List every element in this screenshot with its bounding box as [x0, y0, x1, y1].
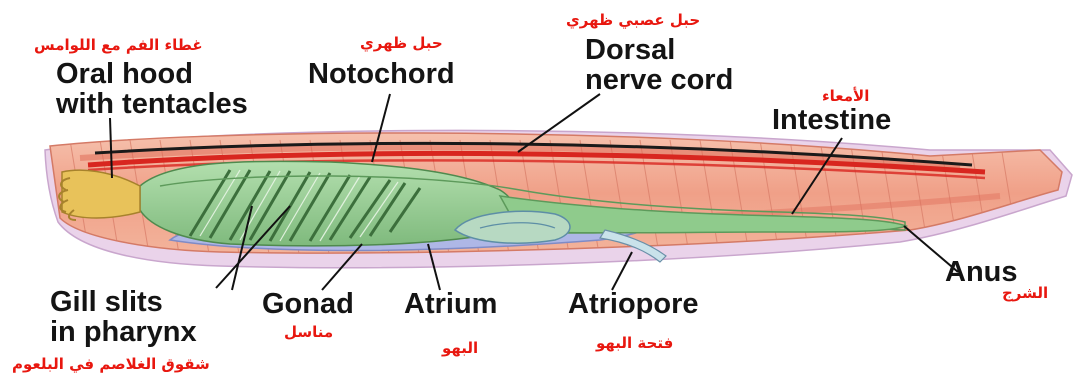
gill-slits-label-line1: Gill slits	[50, 288, 163, 317]
dorsal-nerve-arabic-label: حبل عصبي ظهري	[566, 12, 700, 29]
intestine-arabic-label: الأمعاء	[822, 88, 869, 105]
gill-slits-arabic-label: شقوق الغلاصم في البلعوم	[12, 356, 210, 373]
oral-hood-arabic-label: غطاء الفم مع اللوامس	[34, 37, 203, 54]
anus-label: Anus	[945, 258, 1018, 287]
atriopore-label: Atriopore	[568, 290, 699, 319]
notochord-arabic-label: حبل ظهري	[360, 35, 443, 52]
gonad-label: Gonad	[262, 290, 354, 319]
atriopore-arabic-label: فتحة البهو	[596, 335, 673, 352]
notochord-label: Notochord	[308, 60, 455, 89]
atrium-arabic-label: البهو	[442, 340, 478, 357]
oral-hood-label-line1: Oral hood	[56, 60, 193, 89]
atrium-label: Atrium	[404, 290, 497, 319]
intestine-label: Intestine	[772, 106, 891, 135]
oral-hood-label-line2: with tentacles	[56, 90, 248, 119]
gill-slits-label-line2: in pharynx	[50, 318, 197, 347]
gonad-arabic-label: مناسل	[284, 324, 333, 341]
dorsal-nerve-label-line2: nerve cord	[585, 66, 733, 95]
dorsal-nerve-label-line1: Dorsal	[585, 36, 675, 65]
